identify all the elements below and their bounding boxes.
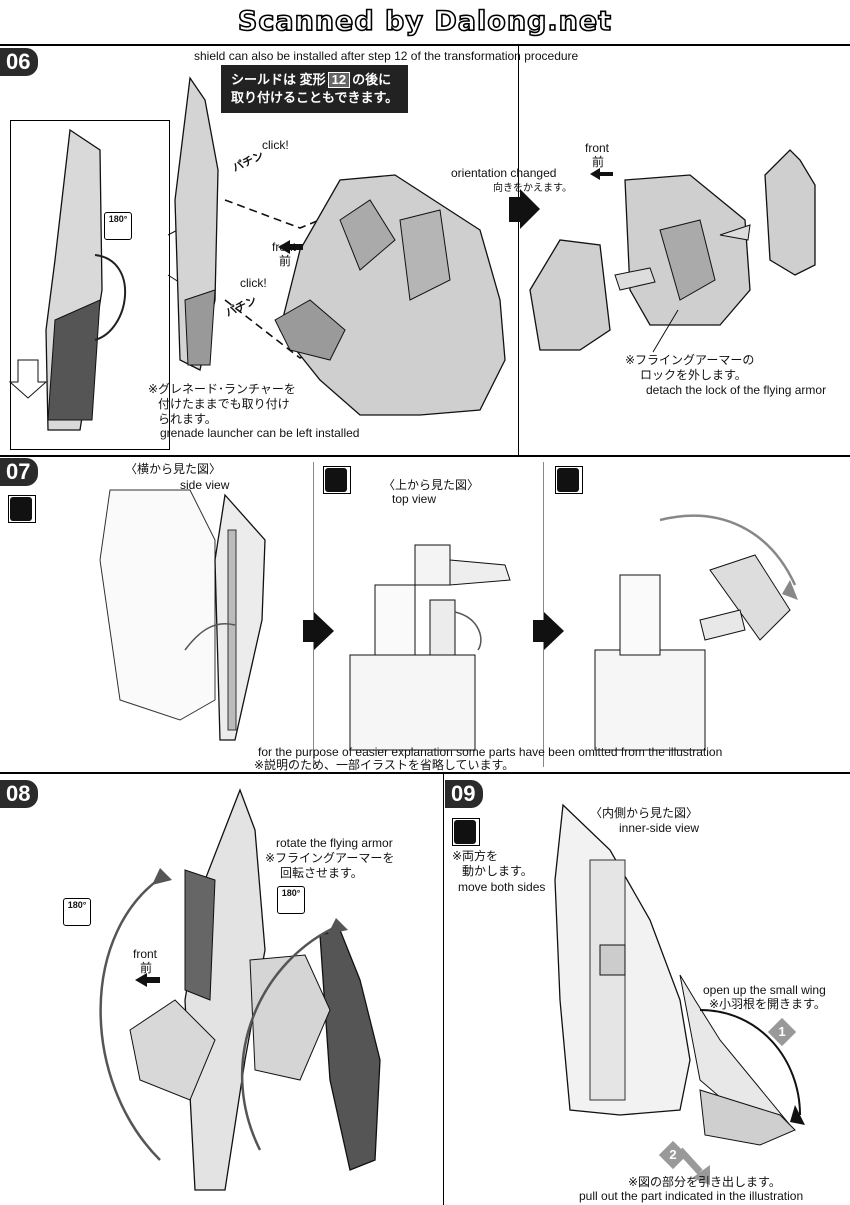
flying-armor-lock-illustration bbox=[529, 149, 816, 353]
step-number-06: 06 bbox=[0, 48, 39, 76]
inner-view-jp: 〈内側から見た図〉 bbox=[590, 806, 699, 820]
scan-credit: Scanned by Dalong.net bbox=[237, 5, 613, 38]
click-label-lower: click! bbox=[240, 276, 267, 290]
step-number-08: 08 bbox=[0, 780, 39, 808]
step-number-09: 09 bbox=[445, 780, 484, 808]
both-note-en: move both sides bbox=[458, 880, 546, 894]
top-view-en: top view bbox=[392, 492, 437, 506]
divider-06-inner bbox=[518, 46, 519, 455]
lock-note-jp-2: ロックを外します。 bbox=[640, 368, 747, 382]
front-label-06b-jp: 前 bbox=[592, 155, 605, 169]
front-label-06b: front bbox=[585, 141, 610, 155]
launcher-note-en: grenade launcher can be left installed bbox=[160, 426, 360, 440]
front-label-08-jp: 前 bbox=[140, 961, 153, 975]
click-label-upper: click! bbox=[262, 138, 289, 152]
front-label-08: front bbox=[133, 947, 158, 961]
divider-07-08 bbox=[0, 772, 850, 774]
shield-note-en: shield can also be installed after step … bbox=[194, 49, 579, 63]
forward-arrow-06 bbox=[509, 189, 540, 229]
divider-07-b bbox=[543, 462, 544, 767]
transform-step-ref: 12 bbox=[327, 72, 351, 88]
orientation-note-jp: 向きをかえます。 bbox=[493, 183, 572, 194]
both-note-jp-1: ※両方を bbox=[452, 849, 499, 863]
wing-note-en: open up the small wing bbox=[703, 983, 826, 997]
divider-top bbox=[0, 44, 850, 46]
rotate-note-jp-1: ※フライングアーマーを bbox=[265, 851, 395, 865]
front-arrow-06a bbox=[278, 240, 303, 254]
robot-body-illustration bbox=[274, 174, 506, 416]
flying-armor-rotation-illustration bbox=[99, 788, 381, 1191]
pull-note-en: pull out the part indicated in the illus… bbox=[579, 1189, 804, 1203]
both-note-jp-2: 動かします。 bbox=[462, 864, 533, 878]
omitted-note-en: for the purpose of easier explanation so… bbox=[258, 745, 723, 759]
launcher-note-jp-1: ※グレネード･ランチャーを bbox=[148, 382, 296, 396]
step-number-07: 07 bbox=[0, 458, 39, 486]
front-arrow-08 bbox=[135, 973, 160, 987]
rotate-180-icon-08b: 180° bbox=[277, 886, 305, 914]
top-view-illustration bbox=[349, 544, 511, 751]
pull-note-jp: ※図の部分を引き出します。 bbox=[628, 1175, 781, 1189]
shield-note-jp-part2: の後に bbox=[352, 72, 392, 87]
front-label-06-jp: 前 bbox=[279, 254, 292, 268]
front-label-06: front bbox=[272, 240, 297, 254]
rotated-view-illustration bbox=[594, 514, 798, 751]
lock-note-jp-1: ※フライングアーマーの bbox=[625, 353, 755, 367]
rotate-180-icon-08a: 180° bbox=[63, 898, 91, 926]
side-view-en: side view bbox=[180, 478, 230, 492]
forward-arrow-07b bbox=[533, 612, 564, 650]
launcher-note-jp-3: られます。 bbox=[158, 412, 217, 426]
forward-arrow-07a bbox=[303, 612, 334, 650]
top-view-jp: 〈上から見た図〉 bbox=[383, 478, 480, 492]
divider-06-07 bbox=[0, 455, 850, 457]
inner-side-view-illustration bbox=[554, 803, 805, 1185]
shield-note-jp-line2: 取り付けることもできます。 bbox=[231, 90, 399, 105]
rotate-note-jp-2: 回転させます。 bbox=[280, 866, 363, 880]
step-marker-2: 2 bbox=[658, 1140, 688, 1170]
lock-note-en: detach the lock of the flying armor bbox=[646, 383, 827, 397]
orientation-note-en: orientation changed bbox=[451, 166, 557, 180]
side-view-jp: 〈横から見た図〉 bbox=[125, 462, 222, 476]
shield-note-jp-part1: シールドは 変形 bbox=[231, 72, 326, 87]
rotate-note-en: rotate the flying armor bbox=[276, 836, 393, 850]
hand-move-icon-09 bbox=[452, 818, 480, 846]
divider-08-09 bbox=[443, 773, 444, 1205]
launcher-note-jp-2: 付けたままでも取り付け bbox=[158, 397, 290, 411]
step-marker-1: 1 bbox=[767, 1017, 797, 1047]
side-view-illustration bbox=[99, 489, 266, 741]
scan-banner bbox=[0, 0, 850, 44]
wing-note-jp: ※小羽根を開きます。 bbox=[709, 997, 826, 1011]
inset-shield-illustration bbox=[8, 128, 127, 431]
hand-move-icon-07b bbox=[323, 466, 351, 494]
hand-move-icon-07c bbox=[555, 466, 583, 494]
divider-07-a bbox=[313, 462, 314, 767]
front-arrow-06b bbox=[590, 168, 613, 180]
omitted-note-jp: ※説明のため、一部イラストを省略しています。 bbox=[254, 758, 515, 772]
inner-view-en: inner-side view bbox=[619, 821, 700, 835]
rotate-180-icon: 180° bbox=[104, 212, 132, 240]
hand-move-icon-07a bbox=[8, 495, 36, 523]
main-shield-illustration bbox=[174, 76, 219, 371]
shield-inset-frame bbox=[10, 120, 170, 450]
